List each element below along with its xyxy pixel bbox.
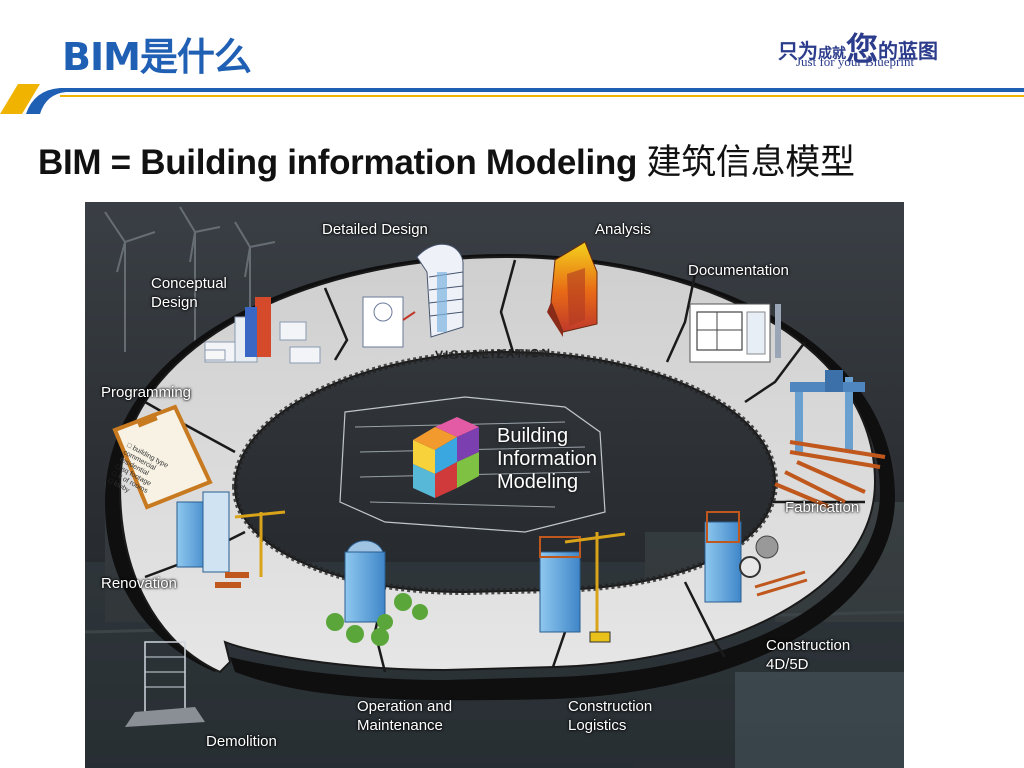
diagram-scene bbox=[85, 202, 904, 768]
demolition-model bbox=[125, 641, 205, 727]
analysis-model bbox=[547, 241, 598, 337]
logo-text-b: 成就 bbox=[818, 46, 846, 62]
construction-4d5d-model bbox=[704, 511, 808, 603]
documentation-plan bbox=[689, 303, 781, 363]
logo-text-big: 您 bbox=[846, 30, 879, 68]
stage-programming: Programming bbox=[101, 384, 192, 401]
programming-clipboard bbox=[112, 404, 213, 510]
stage-demolition: Demolition bbox=[206, 733, 277, 750]
brand-logo: 只为成就您的蓝图 Just for your Blueprint bbox=[778, 12, 968, 72]
stage-conceptual-design: Conceptual Design bbox=[151, 275, 227, 311]
fabrication-model bbox=[774, 370, 886, 509]
stage-construction-4d5d: Construction 4D/5D bbox=[766, 637, 851, 673]
page-heading: BIM = Building information Modeling 建筑信息… bbox=[38, 134, 855, 185]
stage-documentation: Documentation bbox=[688, 262, 789, 279]
band-blue-rule bbox=[26, 88, 1024, 114]
bim-lifecycle-diagram: VISUALIZATION Building Information Model… bbox=[85, 202, 904, 768]
heading-chinese: 建筑信息模型 bbox=[646, 143, 855, 183]
detailed-design-model bbox=[362, 243, 464, 348]
stage-analysis: Analysis bbox=[595, 221, 651, 238]
stage-fabrication: Fabrication bbox=[785, 499, 860, 516]
logo-wordmark: 只为成就您的蓝图 bbox=[778, 22, 938, 68]
stage-detailed-design: Detailed Design bbox=[322, 221, 428, 238]
logo-tagline: Just for your Blueprint bbox=[796, 54, 915, 69]
band-gold-rule bbox=[60, 95, 1024, 97]
stage-renovation: Renovation bbox=[101, 575, 177, 592]
stage-construction-logistics: Construction Logistics bbox=[568, 698, 653, 734]
logo-text-c: 的蓝图 bbox=[878, 39, 939, 63]
operation-maintenance-model bbox=[326, 540, 428, 646]
ring-visualization-label: VISUALIZATION bbox=[434, 345, 553, 363]
center-bim-label: Building Information Modeling bbox=[497, 425, 598, 493]
slide-title: BIM是什么 bbox=[62, 35, 252, 79]
band-gold-stripe bbox=[0, 84, 40, 114]
header-divider-band bbox=[0, 84, 1024, 114]
logo-text-a: 只为 bbox=[778, 39, 818, 63]
renovation-model bbox=[176, 491, 286, 588]
heading-english: BIM = Building information Modeling bbox=[38, 143, 638, 182]
construction-logistics-model bbox=[539, 532, 626, 643]
conceptual-design-model bbox=[204, 297, 321, 364]
stage-operation-maintenance: Operation and Maintenance bbox=[357, 698, 453, 734]
bim-center-icon bbox=[339, 396, 606, 533]
